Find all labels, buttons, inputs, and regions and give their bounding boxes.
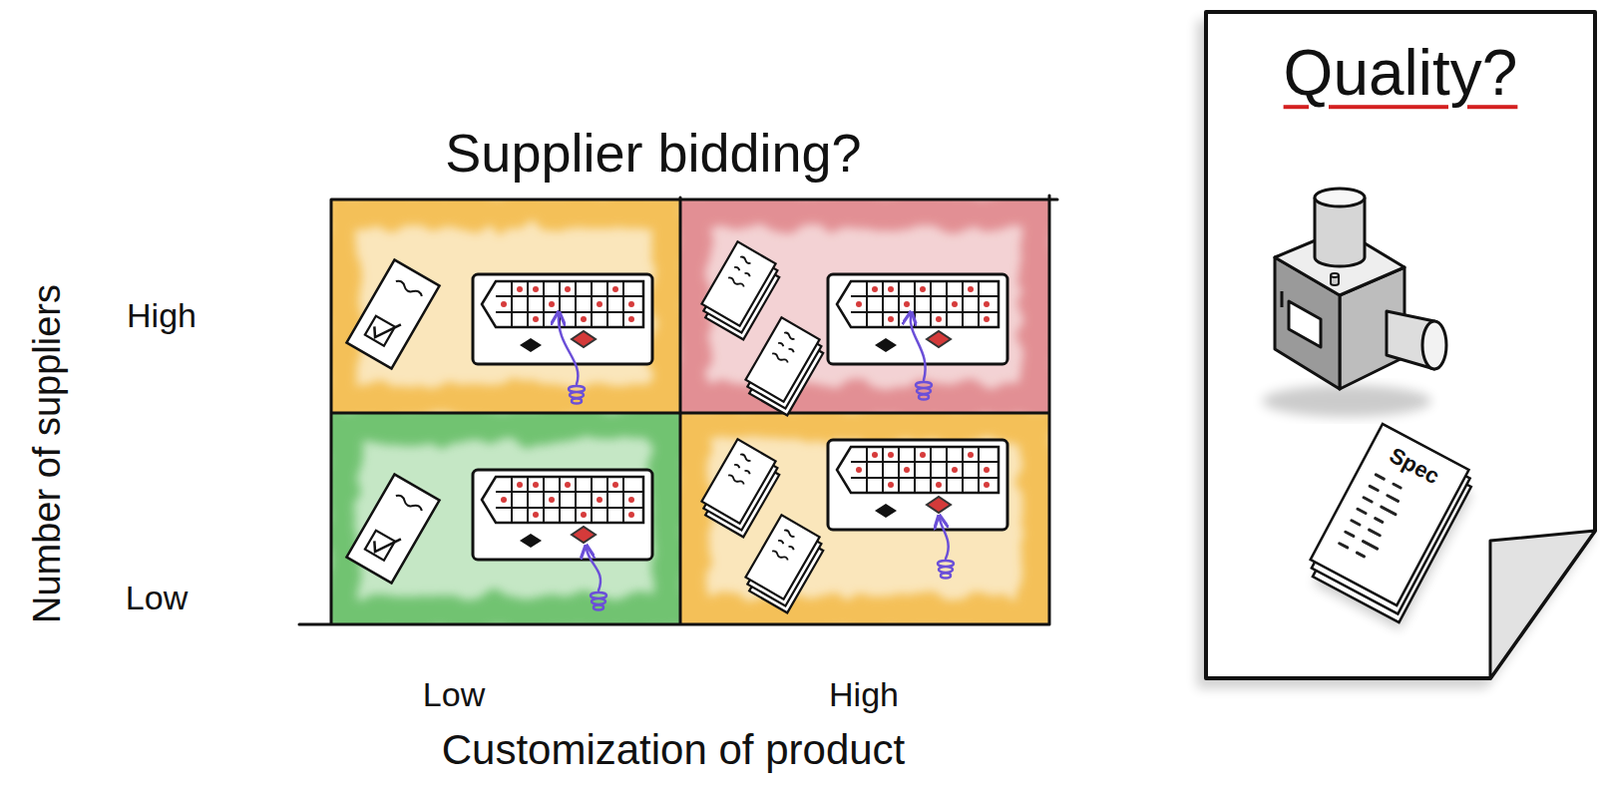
- axis-tick: High: [828, 675, 899, 715]
- knob-top: [1330, 273, 1339, 278]
- roulette-table: [827, 439, 1008, 530]
- axis-tick: Low: [422, 675, 485, 715]
- single-bid-paper: [346, 473, 439, 583]
- wash-fill: [332, 413, 680, 624]
- wash-edge: [691, 210, 1039, 402]
- spring-symbol: [937, 560, 954, 579]
- axis-tick: Low: [125, 578, 188, 618]
- roulette-table: [472, 274, 653, 365]
- wash-fill: [332, 200, 680, 412]
- spec-sheet: Spec: [1273, 403, 1494, 634]
- axis-title: Number of suppliers: [25, 284, 70, 624]
- bid-paper-stack: [740, 514, 828, 613]
- spec-sheet-shape: [1273, 403, 1494, 634]
- spec-lines: [1339, 474, 1408, 561]
- cell-wash: [681, 200, 1049, 412]
- machine-shadow: [1261, 385, 1432, 417]
- bid-paper-stack: [740, 317, 828, 415]
- bid-paper-stack: [696, 438, 785, 537]
- machine-figure: [1274, 188, 1447, 390]
- page-curl: [1490, 530, 1596, 679]
- matrix-grid: [299, 195, 1058, 625]
- spec-stack: [1300, 423, 1482, 630]
- cell-wash: [332, 413, 680, 624]
- panel-outline: [1205, 11, 1596, 679]
- ball-arrows: [558, 315, 949, 591]
- spring-symbol: [568, 386, 585, 404]
- roulette-table: [472, 469, 653, 560]
- cylinder-top: [1314, 188, 1365, 207]
- ball-arrow: [586, 548, 601, 591]
- wash-edge: [342, 210, 670, 402]
- machine-window: [1288, 301, 1321, 348]
- wash-edge: [342, 423, 670, 614]
- axis-title: Customization of product: [441, 726, 906, 775]
- spring-symbol: [590, 592, 607, 611]
- ball-arrow: [910, 315, 926, 381]
- single-bid-paper: [346, 259, 439, 369]
- bid-paper-stack: [696, 241, 785, 340]
- machine-slot: [1280, 291, 1284, 308]
- axis-tick: High: [126, 296, 197, 336]
- diagram-title: Supplier bidding?: [444, 121, 861, 184]
- roulette-table: [827, 274, 1008, 365]
- wash-edge: [691, 423, 1039, 614]
- ball-arrow: [939, 518, 949, 559]
- panel-heading: Quality?: [1283, 36, 1519, 111]
- lens-face: [1422, 321, 1447, 370]
- ball-arrow: [558, 315, 579, 385]
- cell-wash: [681, 413, 1049, 624]
- spring-symbol: [915, 382, 932, 400]
- spec-sheet: [1310, 423, 1470, 606]
- wash-fill: [681, 200, 1049, 412]
- wash-fill: [681, 413, 1049, 624]
- quality-panel: Quality? Spec: [1203, 9, 1598, 681]
- panel-ground: [1205, 11, 1596, 679]
- cell-wash: [332, 200, 680, 412]
